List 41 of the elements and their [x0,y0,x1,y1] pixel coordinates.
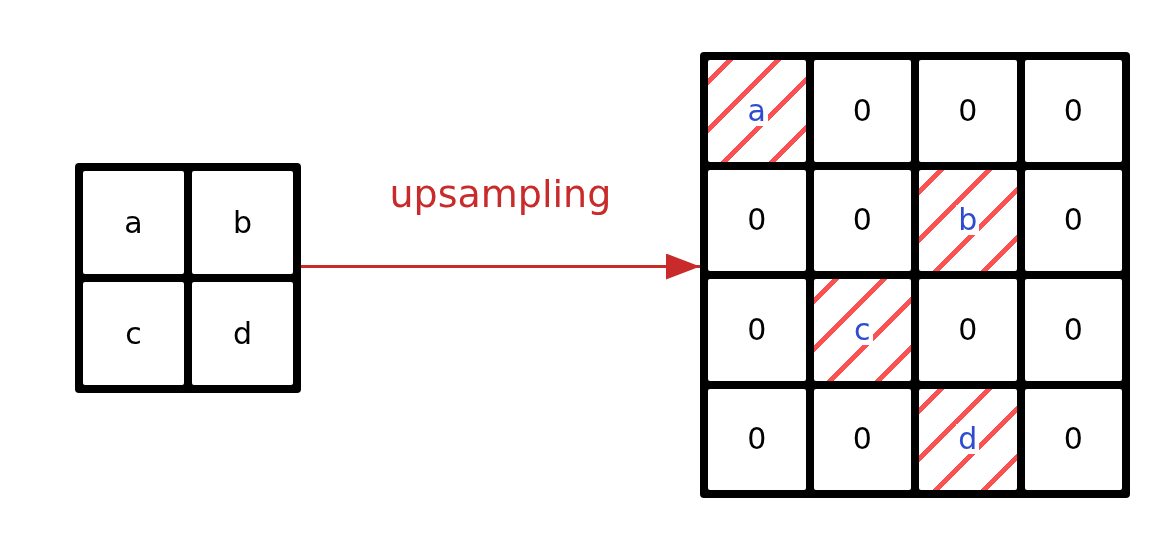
cell-value: 0 [852,424,872,455]
matrix-cell [1024,279,1122,381]
highlighted-matrix-cell [919,169,1017,271]
cell-value: 0 [958,95,978,126]
cell-value: 0 [747,424,767,455]
matrix-cell [83,171,184,274]
matrix-cell [83,282,184,385]
cell-value: 0 [1063,95,1083,126]
matrix-cell [708,388,806,490]
matrix-cell [1024,60,1122,162]
matrix-cell [708,279,806,381]
cell-value: a [124,207,143,238]
matrix-grid [75,163,301,393]
highlighted-matrix-cell [708,60,806,162]
cell-value: 0 [747,205,767,236]
matrix-cell [192,282,293,385]
cell-value: 0 [852,95,872,126]
matrix-cell [919,279,1017,381]
cell-value: 0 [1063,314,1083,345]
matrix-cell [1024,388,1122,490]
matrix-cell [813,388,911,490]
highlighted-matrix-cell [919,388,1017,490]
cell-value: 0 [1063,424,1083,455]
matrix-grid [700,52,1130,498]
matrix-cell [813,169,911,271]
matrix-cell [813,60,911,162]
cell-value: b [232,207,252,238]
highlighted-matrix-cell [813,279,911,381]
matrix-cell [708,169,806,271]
arrow [301,253,700,280]
cell-value: d [232,318,252,349]
matrix-cell [919,60,1017,162]
cell-value: 0 [747,314,767,345]
matrix-cell [192,171,293,274]
cell-value: b [956,205,980,236]
cell-value: 0 [852,205,872,236]
cell-value: 0 [1063,205,1083,236]
cell-value: d [956,424,980,455]
cell-value: c [125,318,142,349]
cell-value: 0 [958,314,978,345]
matrix-cell [1024,169,1122,271]
